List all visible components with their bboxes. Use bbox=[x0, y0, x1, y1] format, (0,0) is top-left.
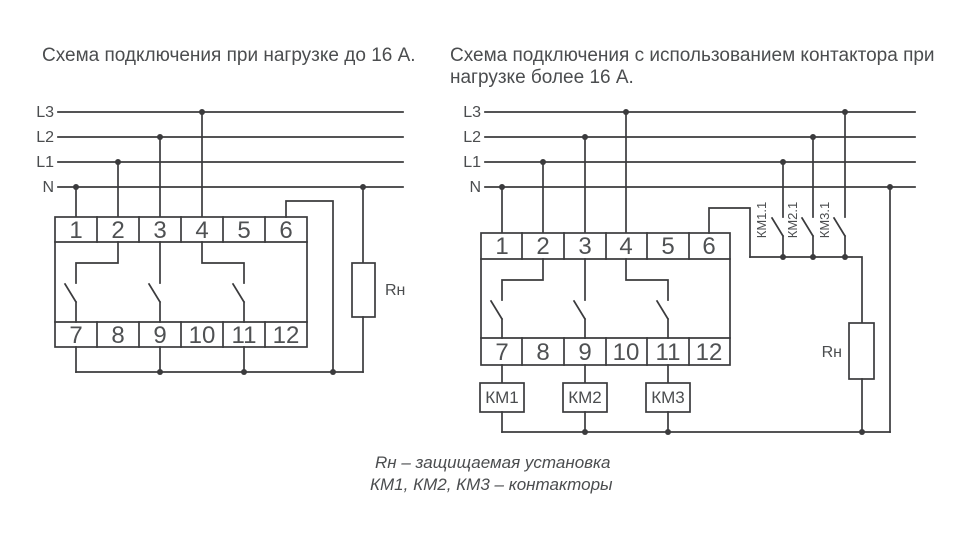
left-bottom-terminal-numbers: 7 8 9 10 11 12 bbox=[69, 322, 299, 349]
left-line-label-L3: L3 bbox=[36, 104, 54, 121]
right-bottom-terminal-numbers: 7 8 9 10 11 12 bbox=[495, 339, 722, 366]
right-power-lines: L3 L2 L1 N bbox=[463, 104, 916, 196]
left-relay-contact-1 bbox=[63, 241, 119, 323]
left-terminal-7: 7 bbox=[69, 322, 82, 349]
coil-KM1 bbox=[479, 382, 525, 413]
right-terminal-5: 5 bbox=[661, 233, 674, 260]
contact-KM3-1 bbox=[832, 111, 847, 258]
coil-label-KM3: КМ3 bbox=[651, 388, 685, 407]
right-output-wiring bbox=[501, 186, 891, 433]
right-terminal-1: 1 bbox=[495, 233, 508, 260]
right-line-label-L2: L2 bbox=[463, 129, 481, 146]
left-terminal-3: 3 bbox=[153, 217, 166, 244]
right-load-label: Rн bbox=[822, 344, 842, 361]
contact-bus bbox=[749, 256, 863, 324]
left-load: Rн bbox=[351, 186, 405, 373]
left-terminal-12: 12 bbox=[273, 322, 300, 349]
left-line-label-N: N bbox=[42, 179, 54, 196]
right-top-terminal-dividers bbox=[521, 232, 690, 260]
contact-KM1-1 bbox=[770, 161, 785, 258]
left-load-label: Rн bbox=[385, 282, 405, 299]
left-terminal-1: 1 bbox=[69, 217, 82, 244]
left-line-taps bbox=[75, 111, 203, 218]
left-bottom-terminal-dividers bbox=[96, 321, 266, 348]
left-output-wiring bbox=[75, 200, 364, 373]
right-diagram-title-line1: Схема подключения с использованием конта… bbox=[450, 45, 935, 66]
left-top-terminal-numbers: 1 2 3 4 5 6 bbox=[69, 217, 292, 244]
right-relay-contact-3 bbox=[625, 258, 670, 339]
right-terminal-6: 6 bbox=[702, 233, 715, 260]
left-bottom-leads bbox=[75, 346, 245, 373]
right-junction-dots bbox=[499, 109, 893, 435]
right-line-label-N: N bbox=[469, 179, 481, 196]
left-power-lines: L3 L2 L1 N bbox=[36, 104, 404, 196]
left-terminal-10: 10 bbox=[189, 322, 216, 349]
right-terminal-8: 8 bbox=[536, 339, 549, 366]
left-load-resistor bbox=[351, 262, 376, 318]
contactor-coils: КМ1 КМ2 КМ3 bbox=[479, 364, 691, 433]
coil-top-leads bbox=[501, 364, 669, 384]
right-terminal-4: 4 bbox=[619, 233, 632, 260]
right-top-terminal-numbers: 1 2 3 4 5 6 bbox=[495, 233, 715, 260]
right-terminal-2: 2 bbox=[536, 233, 549, 260]
right-relay-contact-2 bbox=[572, 258, 587, 339]
left-device-body: 1 2 3 4 5 6 7 8 9 10 11 12 bbox=[54, 216, 308, 349]
right-terminal-12: 12 bbox=[696, 339, 723, 366]
left-diagram: Схема подключения при нагрузке до 16 А. … bbox=[36, 45, 416, 375]
right-bottom-terminal-dividers bbox=[521, 337, 690, 366]
left-line-label-L2: L2 bbox=[36, 129, 54, 146]
left-terminal-5: 5 bbox=[237, 217, 250, 244]
right-terminal-10: 10 bbox=[613, 339, 640, 366]
legend: Rн – защищаемая установка КМ1, КМ2, КМ3 … bbox=[370, 453, 613, 494]
left-line-label-L1: L1 bbox=[36, 154, 54, 171]
coil-KM2 bbox=[562, 382, 608, 413]
contact-label-KM2-1: КМ2.1 bbox=[785, 202, 800, 238]
contact-label-KM1-1: КМ1.1 bbox=[754, 202, 769, 238]
right-terminal6-wire bbox=[708, 207, 751, 258]
left-terminal-11: 11 bbox=[232, 322, 257, 349]
left-terminal-9: 9 bbox=[153, 322, 166, 349]
coil-bottom-leads bbox=[501, 411, 669, 433]
left-junction-dots bbox=[73, 109, 366, 375]
right-terminal-11: 11 bbox=[656, 339, 681, 366]
left-terminal-6: 6 bbox=[279, 217, 292, 244]
right-line-taps bbox=[501, 111, 627, 234]
coil-label-KM2: КМ2 bbox=[568, 388, 602, 407]
left-terminal-8: 8 bbox=[111, 322, 124, 349]
left-top-terminal-dividers bbox=[96, 216, 266, 243]
right-terminal-3: 3 bbox=[578, 233, 591, 260]
right-relay-contact-1 bbox=[489, 258, 544, 339]
left-terminal-4: 4 bbox=[195, 217, 208, 244]
right-line-label-L3: L3 bbox=[463, 104, 481, 121]
legend-line2: КМ1, КМ2, КМ3 – контакторы bbox=[370, 475, 613, 494]
left-terminal6-wire bbox=[285, 200, 334, 373]
left-diagram-title: Схема подключения при нагрузке до 16 А. bbox=[42, 45, 416, 66]
left-terminal-2: 2 bbox=[111, 217, 124, 244]
legend-line1: Rн – защищаемая установка bbox=[375, 453, 611, 472]
right-line-label-L1: L1 bbox=[463, 154, 481, 171]
right-load: Rн bbox=[822, 322, 875, 433]
right-diagram-title-line2: нагрузке более 16 А. bbox=[450, 67, 634, 88]
contactor-contacts: КМ1.1 КМ2.1 КМ3.1 bbox=[754, 111, 847, 258]
right-diagram: Схема подключения с использованием конта… bbox=[450, 45, 935, 435]
right-terminal-7: 7 bbox=[495, 339, 508, 366]
contact-label-KM3-1: КМ3.1 bbox=[817, 202, 832, 238]
contact-KM2-1 bbox=[800, 136, 815, 258]
left-relay-contact-2 bbox=[147, 241, 162, 323]
coil-label-KM1: КМ1 bbox=[485, 388, 519, 407]
left-relay-contact-3 bbox=[201, 241, 246, 323]
right-terminal-9: 9 bbox=[578, 339, 591, 366]
right-device-body: 1 2 3 4 5 6 7 8 9 10 11 12 bbox=[480, 232, 731, 366]
right-load-resistor bbox=[848, 322, 875, 380]
